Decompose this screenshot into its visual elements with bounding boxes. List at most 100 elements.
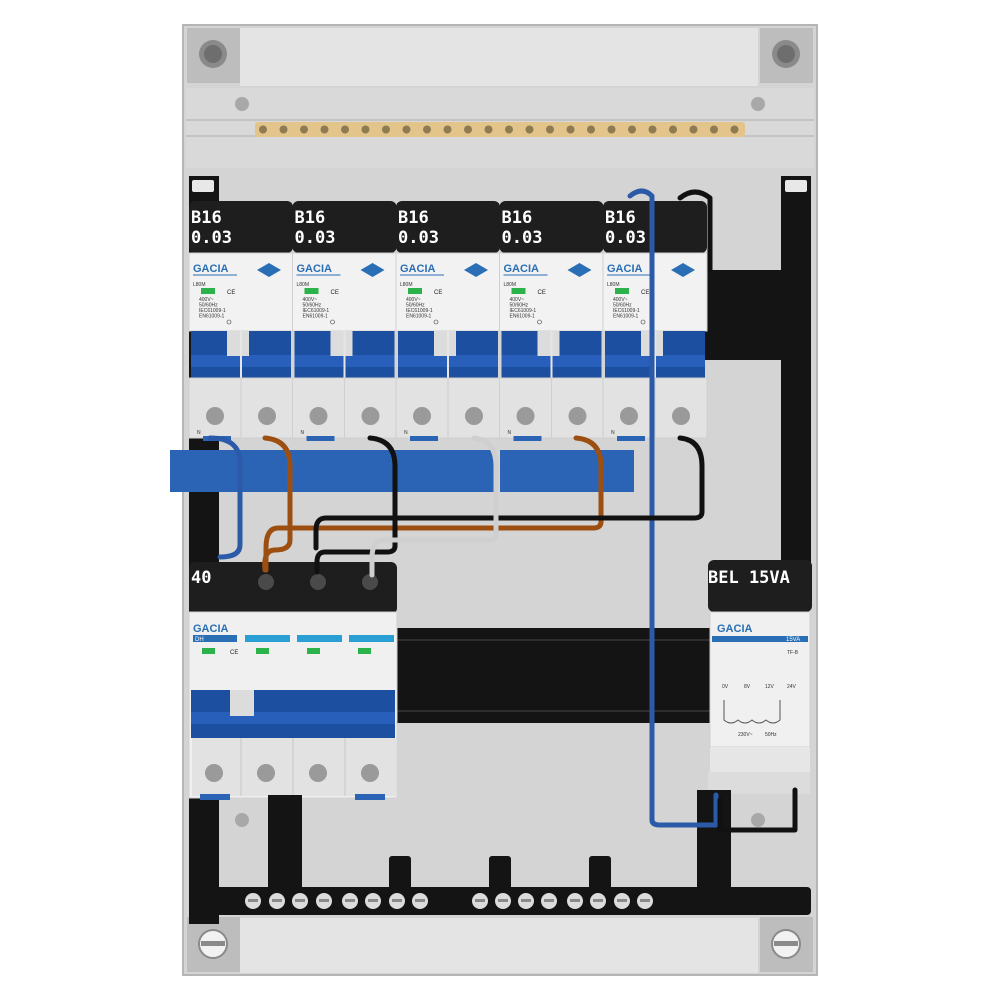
terminal-screw (413, 407, 431, 425)
rcbo-status-indicator (304, 288, 319, 294)
busbar-hole (566, 125, 575, 134)
rcbo-terminal-tab (513, 436, 542, 441)
bottom-cover-strip (240, 918, 758, 973)
wire-blue-neutral (207, 435, 243, 560)
rcbo-model: L80M (193, 282, 206, 288)
rcbo-spec-line: 400V~ (510, 297, 525, 303)
terminal-screw (465, 407, 483, 425)
terminal-screw-slot (521, 899, 531, 902)
rcbo-spec-line: EN61009-1 (303, 314, 329, 320)
rcbo-spec-line: 400V~ (613, 297, 628, 303)
wire-black-transformer (677, 189, 713, 273)
busbar-hole (484, 125, 493, 134)
busbar-hole (382, 125, 390, 134)
main-switch[interactable]: 40 GACIA DH CE (188, 562, 398, 800)
rcbo-rating-label: B16 (502, 208, 533, 228)
rcbo-terminal-tab (306, 436, 335, 441)
transformer-brand: GACIA (717, 623, 753, 635)
corner-screw-top-left (187, 28, 240, 83)
rcbo-brand: GACIA (607, 263, 643, 275)
rcbo-spec-line: 50/60Hz (613, 303, 632, 309)
neutral-terminal-mark: N (404, 430, 408, 436)
terminal-screw (620, 407, 638, 425)
rcbo-rating-label: B16 (295, 208, 326, 228)
rcbo-ce-mark: CE (641, 290, 649, 296)
terminal-screw-slot (295, 899, 305, 902)
mount-screw (751, 813, 765, 827)
busbar-hole (710, 125, 718, 134)
mount-screw (235, 97, 249, 111)
rcbo-brand: GACIA (400, 263, 436, 275)
rcbo-toggle-lever[interactable] (227, 331, 249, 356)
rcbo-spec-line: 400V~ (199, 297, 214, 303)
busbar-hole (423, 125, 431, 134)
terminal-screw (258, 407, 276, 425)
rcbo-spec-line: 400V~ (406, 297, 421, 303)
rcbo-sensitivity-label: 0.03 (605, 228, 646, 248)
corner-screw-top-right (760, 28, 813, 83)
terminal-screw-slot (248, 899, 258, 902)
rcbo-model: L80M (400, 282, 413, 288)
neutral-terminal-mark: N (508, 430, 512, 436)
rcbo-spec-line: 50/60Hz (406, 303, 425, 309)
rcbo-spec-line: EN61009-1 (199, 314, 225, 320)
top-cover-strip (240, 28, 758, 86)
busbar-hole (546, 125, 554, 134)
terminal-screw-slot (392, 899, 402, 902)
transformer-tap-1: 8V (744, 684, 751, 690)
busbar-hole (279, 125, 288, 134)
terminal-screw-slot (345, 899, 355, 902)
mount-screw (235, 813, 249, 827)
transformer-frequency: 50Hz (765, 732, 777, 738)
bell-transformer[interactable]: BEL 15VA GACIA 15VA TF-B 0V 8V 12V 24V 2… (708, 560, 812, 794)
rcbo-cap (603, 201, 707, 253)
main-switch-rating-label: 40 (191, 568, 211, 588)
rcbo-4[interactable]: B160.03GACIAL80MCE400V~50/60HzIEC61009-1… (499, 201, 604, 441)
rcbo-spec-line: 50/60Hz (199, 303, 218, 309)
rcbo-5[interactable]: B160.03GACIAL80MCE400V~50/60HzIEC61009-1… (602, 201, 708, 441)
busbar-hole (402, 125, 411, 134)
rcbo-toggle-lever[interactable] (434, 331, 456, 356)
din-rail-lower (395, 628, 710, 723)
terminal-screw-slot (544, 899, 554, 902)
bottom-terminal-bar (189, 790, 811, 915)
busbar-hole (320, 125, 329, 134)
busbar-hole (525, 125, 534, 134)
transformer-tap-3: 24V (787, 684, 797, 690)
rcbo-3[interactable]: B160.03GACIAL80MCE400V~50/60HzIEC61009-1… (395, 201, 501, 441)
rcbo-2[interactable]: B160.03GACIAL80MCE400V~50/60HzIEC61009-1… (292, 201, 397, 441)
transformer-model: TF-B (787, 650, 799, 656)
busbar-hole (587, 125, 595, 134)
rcbo-toggle-lever[interactable] (330, 331, 353, 356)
terminal-screw-slot (319, 899, 329, 902)
wiring (207, 188, 798, 833)
rcbo-brand: GACIA (193, 263, 229, 275)
rcbo-cap (396, 201, 500, 253)
terminal-screw-slot (498, 899, 508, 902)
wire-black-1 (314, 435, 398, 575)
rcbo-toggle-lever[interactable] (537, 331, 560, 356)
rcbo-sensitivity-label: 0.03 (295, 228, 336, 248)
rcbo-ce-mark: CE (434, 290, 442, 296)
rcbo-row: B160.03GACIAL80MCE400V~50/60HzIEC61009-1… (188, 201, 708, 441)
rcbo-brand: GACIA (297, 263, 333, 275)
rcbo-1[interactable]: B160.03GACIAL80MCE400V~50/60HzIEC61009-1… (188, 201, 294, 441)
terminal-screw-slot (415, 899, 425, 902)
rcbo-spec-line: EN61009-1 (406, 314, 432, 320)
busbar-hole (341, 125, 349, 134)
neutral-terminal-mark: N (301, 430, 305, 436)
wire-black-transformer-out (717, 787, 798, 833)
rcbo-spec-line: IEC61009-1 (406, 308, 433, 314)
rcbo-status-indicator (408, 288, 422, 294)
terminal-screw-slot (475, 899, 485, 902)
terminal-screw (361, 407, 380, 425)
rcbo-spec-line: EN61009-1 (510, 314, 536, 320)
rcbo-model: L80M (297, 282, 310, 288)
wire-blue-transformer (627, 188, 719, 828)
rcbo-status-indicator (201, 288, 215, 294)
terminal-screw-slot (368, 899, 378, 902)
rcbo-ce-mark: CE (538, 290, 546, 296)
diamond-logo-icon (257, 263, 281, 277)
rcbo-rating-label: B16 (191, 208, 222, 228)
